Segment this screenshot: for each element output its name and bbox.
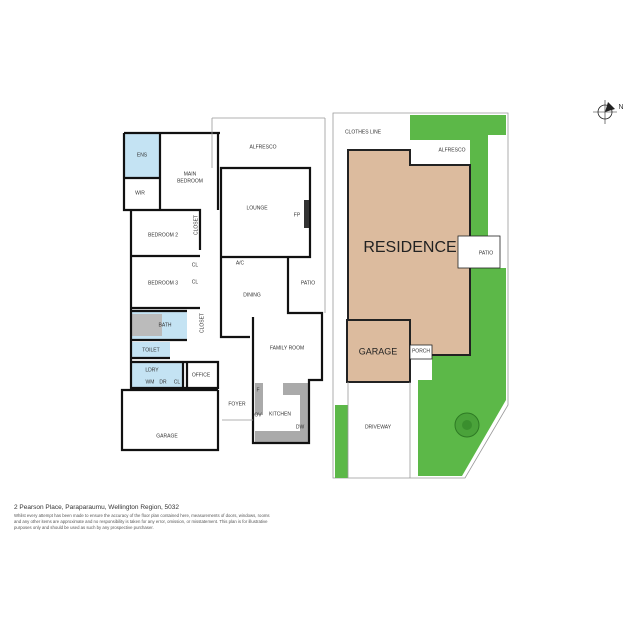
garage-block bbox=[346, 319, 411, 383]
label-site-patio: PATIO bbox=[479, 250, 493, 256]
label-dining: DINING bbox=[243, 292, 261, 298]
label-main-bedroom-1: MAIN bbox=[184, 171, 197, 177]
label-dr: DR bbox=[159, 379, 167, 385]
label-toilet: TOILET bbox=[142, 347, 159, 353]
label-ov: OV bbox=[254, 412, 262, 418]
label-residence: RESIDENCE bbox=[363, 239, 456, 256]
address: 2 Pearson Place, Paraparaumu, Wellington… bbox=[14, 504, 180, 511]
label-patio: PATIO bbox=[301, 280, 315, 286]
ldry-fill bbox=[131, 362, 183, 388]
floor-plan-labels: ENS MAIN BEDROOM WIR ALFRESCO LOUNGE FP … bbox=[135, 144, 315, 439]
hedge-left bbox=[335, 405, 348, 478]
label-lounge: LOUNGE bbox=[246, 205, 268, 211]
label-porch: PORCH bbox=[412, 348, 430, 354]
label-family-room: FAMILY ROOM bbox=[270, 345, 304, 351]
label-ac: A/C bbox=[236, 260, 245, 266]
label-main-bedroom-2: BEDROOM bbox=[177, 178, 203, 184]
label-alfresco: ALFRESCO bbox=[250, 144, 277, 150]
label-cl3: CL bbox=[174, 379, 181, 385]
label-office: OFFICE bbox=[192, 372, 211, 378]
disclaimer: Whilst every attempt has been made to en… bbox=[14, 513, 270, 530]
label-bedroom3: BEDROOM 3 bbox=[148, 280, 178, 286]
label-bath: BATH bbox=[159, 322, 172, 328]
label-driveway: DRIVEWAY bbox=[365, 424, 392, 430]
compass-north-icon: N bbox=[593, 100, 624, 124]
label-clothes-line: CLOTHES LINE bbox=[345, 129, 382, 135]
lawn bbox=[418, 268, 506, 476]
label-garage: GARAGE bbox=[156, 433, 178, 439]
label-kitchen: KITCHEN bbox=[269, 411, 291, 417]
label-dw: DW bbox=[296, 424, 305, 430]
ens-fill bbox=[124, 133, 160, 178]
label-bedroom2: BEDROOM 2 bbox=[148, 232, 178, 238]
tree-center bbox=[462, 420, 472, 430]
label-site-alfresco: ALFRESCO bbox=[439, 147, 466, 153]
label-fp: FP bbox=[294, 212, 301, 218]
label-cl1: CL bbox=[192, 262, 199, 268]
label-wm: WM bbox=[146, 379, 155, 385]
toilet-fill bbox=[131, 342, 170, 358]
label-f: F bbox=[256, 387, 259, 393]
label-closet1: CLOSET bbox=[193, 215, 199, 235]
hedge-top bbox=[410, 115, 506, 265]
label-cl2: CL bbox=[192, 279, 199, 285]
compass-label: N bbox=[618, 104, 623, 111]
label-ldry: LDRY bbox=[145, 367, 159, 373]
label-wir: WIR bbox=[135, 190, 145, 196]
kitchen-benches bbox=[255, 383, 309, 443]
bathtub bbox=[132, 314, 162, 336]
floor-plan bbox=[120, 117, 326, 452]
site-plan: CLOTHES LINE ALFRESCO RESIDENCE PATIO GA… bbox=[332, 112, 509, 479]
label-foyer: FOYER bbox=[228, 401, 246, 407]
porch-block bbox=[409, 344, 433, 360]
label-site-garage: GARAGE bbox=[359, 346, 398, 356]
fireplace bbox=[304, 200, 309, 228]
label-closet2: CLOSET bbox=[199, 313, 205, 333]
label-ens: ENS bbox=[137, 152, 148, 158]
patio-block bbox=[457, 235, 501, 269]
